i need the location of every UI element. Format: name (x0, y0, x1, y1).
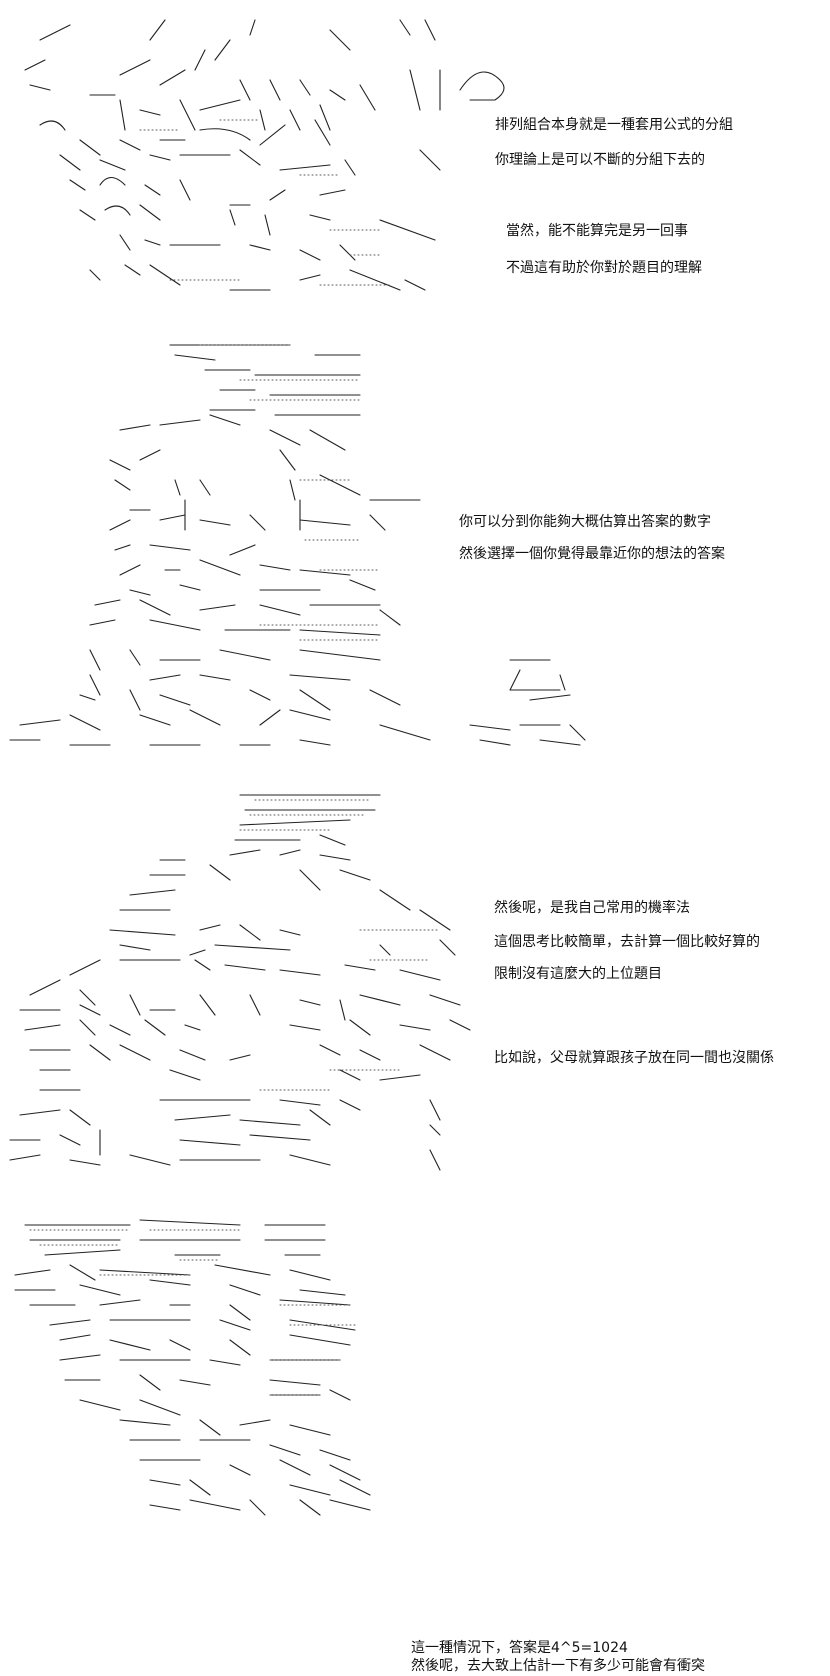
caption-line: 這個思考比較簡單，去計算一個比較好算的 (494, 934, 760, 950)
ascii-art-character-3 (0, 780, 500, 1180)
caption-line: 然後選擇一個你覺得最靠近你的想法的答案 (459, 546, 725, 562)
ascii-art-character-2 (0, 330, 600, 750)
caption-line: 然後呢，去大致上估計一下有多少可能會有衝突 (411, 1658, 705, 1674)
panel-1: 排列組合本身就是一種套用公式的分組 你理論上是可以不斷的分組下去的 當然，能不能… (0, 0, 830, 310)
panel-2: 你可以分到你能夠大概估算出答案的數字 然後選擇一個你覺得最靠近你的想法的答案 (0, 330, 830, 750)
caption-line: 然後呢，是我自己常用的機率法 (494, 900, 690, 916)
panel-4: 這一種情況下，答案是4^5=1024 然後呢，去大致上估計一下有多少可能會有衝突 (0, 1210, 830, 1674)
caption-line: 當然，能不能算完是另一回事 (506, 223, 688, 239)
caption-line: 你可以分到你能夠大概估算出答案的數字 (459, 514, 711, 530)
caption-line: 你理論上是可以不斷的分組下去的 (495, 152, 705, 168)
ascii-art-character-1 (0, 0, 520, 300)
caption-line: 不過這有助於你對於題目的理解 (506, 260, 702, 276)
caption-line: 比如說，父母就算跟孩子放在同一間也沒關係 (494, 1050, 774, 1066)
ascii-art-character-4 (0, 1210, 400, 1530)
caption-line: 限制沒有這麼大的上位題目 (494, 966, 662, 982)
caption-line: 排列組合本身就是一種套用公式的分組 (495, 117, 733, 133)
panel-3: 然後呢，是我自己常用的機率法 這個思考比較簡單，去計算一個比較好算的 限制沒有這… (0, 780, 830, 1180)
caption-line: 這一種情況下，答案是4^5=1024 (411, 1640, 628, 1656)
